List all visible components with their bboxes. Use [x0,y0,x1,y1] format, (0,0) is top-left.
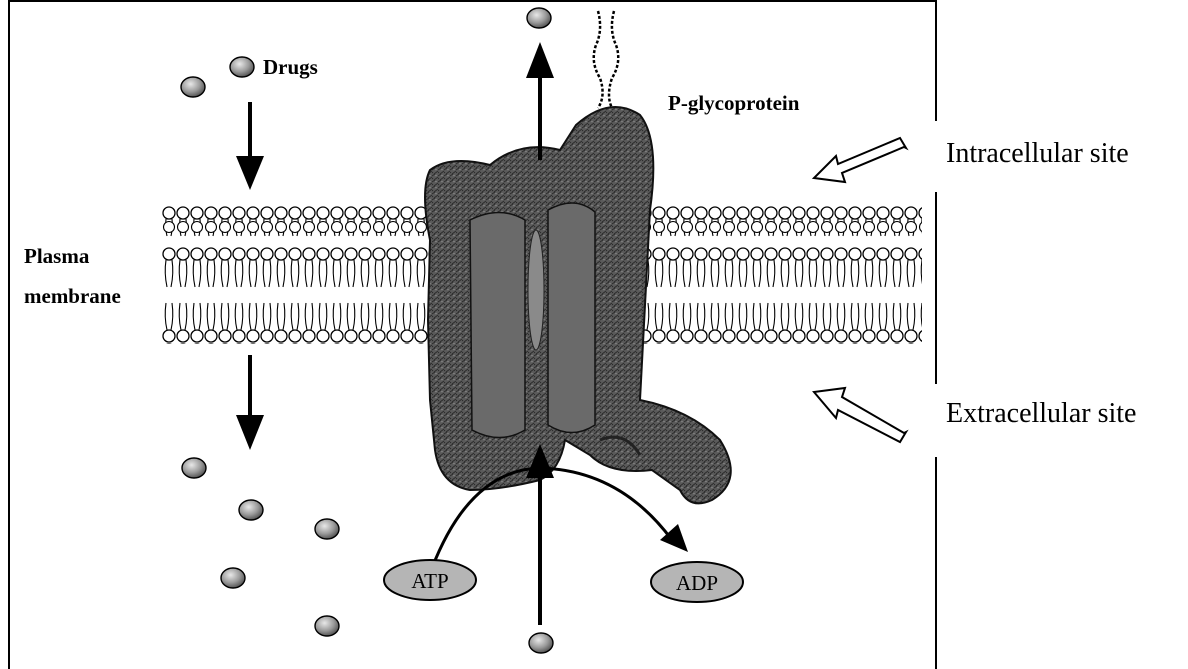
drug-molecule-icon [529,633,553,653]
drug-molecule-icon [239,500,263,520]
plasma-label: Plasma [24,244,90,268]
extracellular-site-label: Extracellular site [946,398,1136,430]
hollow-arrow-icon [814,138,906,182]
drug-molecule-icon [181,77,205,97]
adp-label: ADP [676,571,718,595]
drug-molecule-icon [527,8,551,28]
hollow-arrow-icon [814,388,906,442]
intracellular-site-label: Intracellular site [946,138,1129,170]
drug-molecule-icon [230,57,254,77]
p-glycoprotein-label: P-glycoprotein [668,91,800,115]
drug-molecule-icon [221,568,245,588]
drug-molecule-icon [315,616,339,636]
drug-molecule-icon [315,519,339,539]
atp-label: ATP [411,569,448,593]
drugs-label: Drugs [263,55,318,79]
drug-molecule-icon [182,458,206,478]
membrane-label: membrane [24,284,121,308]
